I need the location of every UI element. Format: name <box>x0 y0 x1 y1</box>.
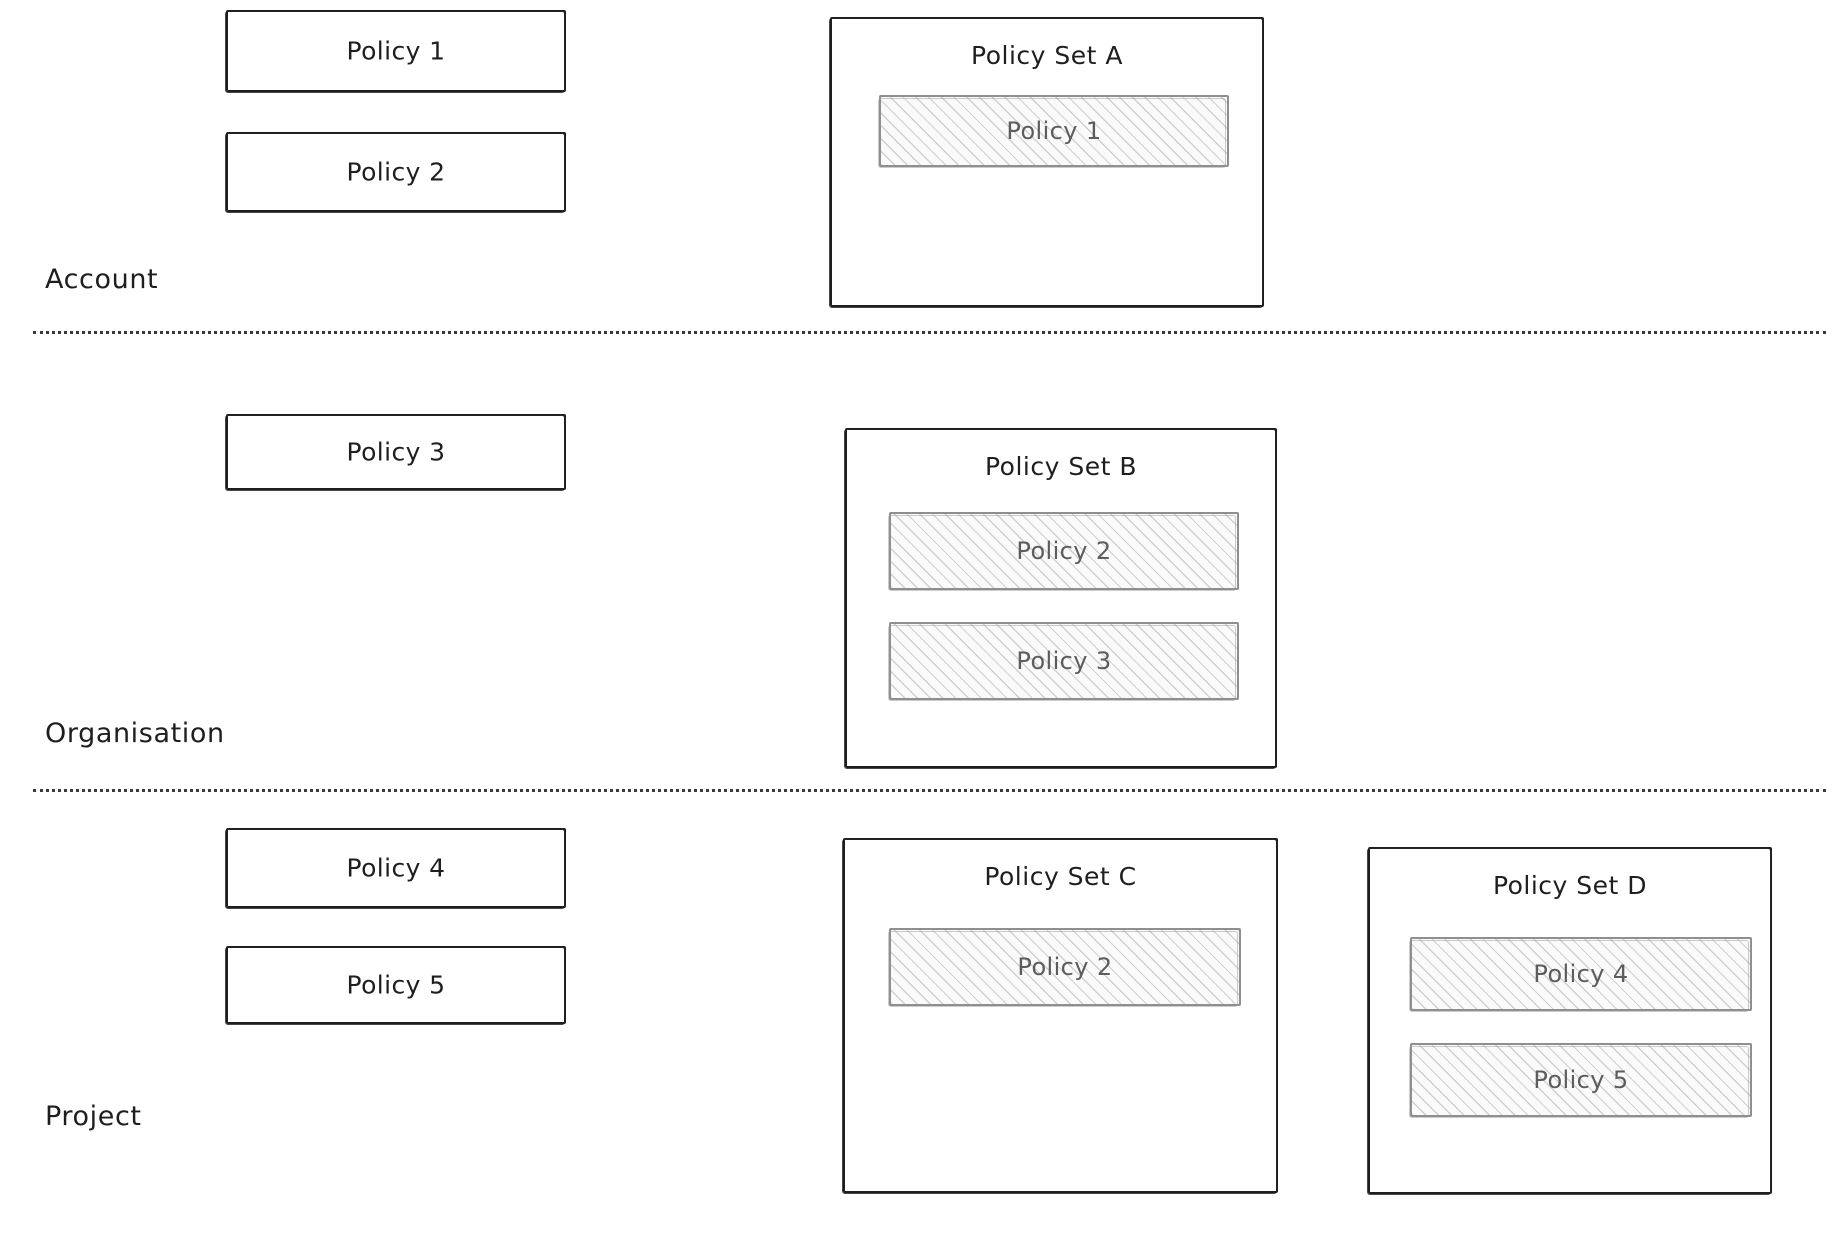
band-divider-organisation-project <box>33 789 1826 792</box>
policy-box-label: Policy 5 <box>346 970 446 1000</box>
policy-set-member-label: Policy 2 <box>1017 953 1113 981</box>
policy-set-a-container[interactable]: Policy Set A Policy 1 <box>829 17 1264 308</box>
policy-box-label: Policy 1 <box>346 36 446 66</box>
band-label-account: Account <box>45 264 159 295</box>
policy-set-d-container[interactable]: Policy Set D Policy 4 Policy 5 <box>1367 847 1772 1195</box>
policy-set-c-container[interactable]: Policy Set C Policy 2 <box>842 838 1278 1194</box>
policy-set-member-label: Policy 5 <box>1533 1066 1629 1094</box>
policy-box-policy-3[interactable]: Policy 3 <box>225 414 566 491</box>
policy-set-member-policy-3[interactable]: Policy 3 <box>888 622 1239 701</box>
policy-set-title: Policy Set B <box>984 452 1137 481</box>
policy-set-title: Policy Set A <box>971 41 1123 70</box>
policy-box-label: Policy 3 <box>346 437 446 467</box>
band-label-project: Project <box>45 1101 142 1132</box>
policy-set-title: Policy Set C <box>984 862 1137 891</box>
policy-set-member-label: Policy 1 <box>1006 117 1102 145</box>
policy-box-label: Policy 4 <box>346 853 446 883</box>
policy-set-member-policy-5[interactable]: Policy 5 <box>1409 1043 1752 1118</box>
policy-box-policy-2[interactable]: Policy 2 <box>225 132 566 213</box>
policy-set-member-policy-4[interactable]: Policy 4 <box>1409 937 1752 1012</box>
policy-set-member-policy-2[interactable]: Policy 2 <box>888 928 1241 1007</box>
policy-box-policy-1[interactable]: Policy 1 <box>225 10 566 93</box>
policy-set-title: Policy Set D <box>1492 871 1648 900</box>
policy-set-member-policy-1[interactable]: Policy 1 <box>878 95 1229 168</box>
policy-set-b-container[interactable]: Policy Set B Policy 2 Policy 3 <box>844 428 1277 769</box>
policy-set-member-label: Policy 2 <box>1016 537 1112 565</box>
policy-box-policy-4[interactable]: Policy 4 <box>225 828 566 909</box>
policy-set-member-policy-2[interactable]: Policy 2 <box>888 512 1239 591</box>
policy-set-member-label: Policy 3 <box>1016 647 1112 675</box>
band-divider-account-organisation <box>33 331 1826 334</box>
band-label-organisation: Organisation <box>45 718 225 749</box>
policy-set-member-label: Policy 4 <box>1533 960 1629 988</box>
policy-box-policy-5[interactable]: Policy 5 <box>225 946 566 1025</box>
policy-box-label: Policy 2 <box>346 157 446 187</box>
